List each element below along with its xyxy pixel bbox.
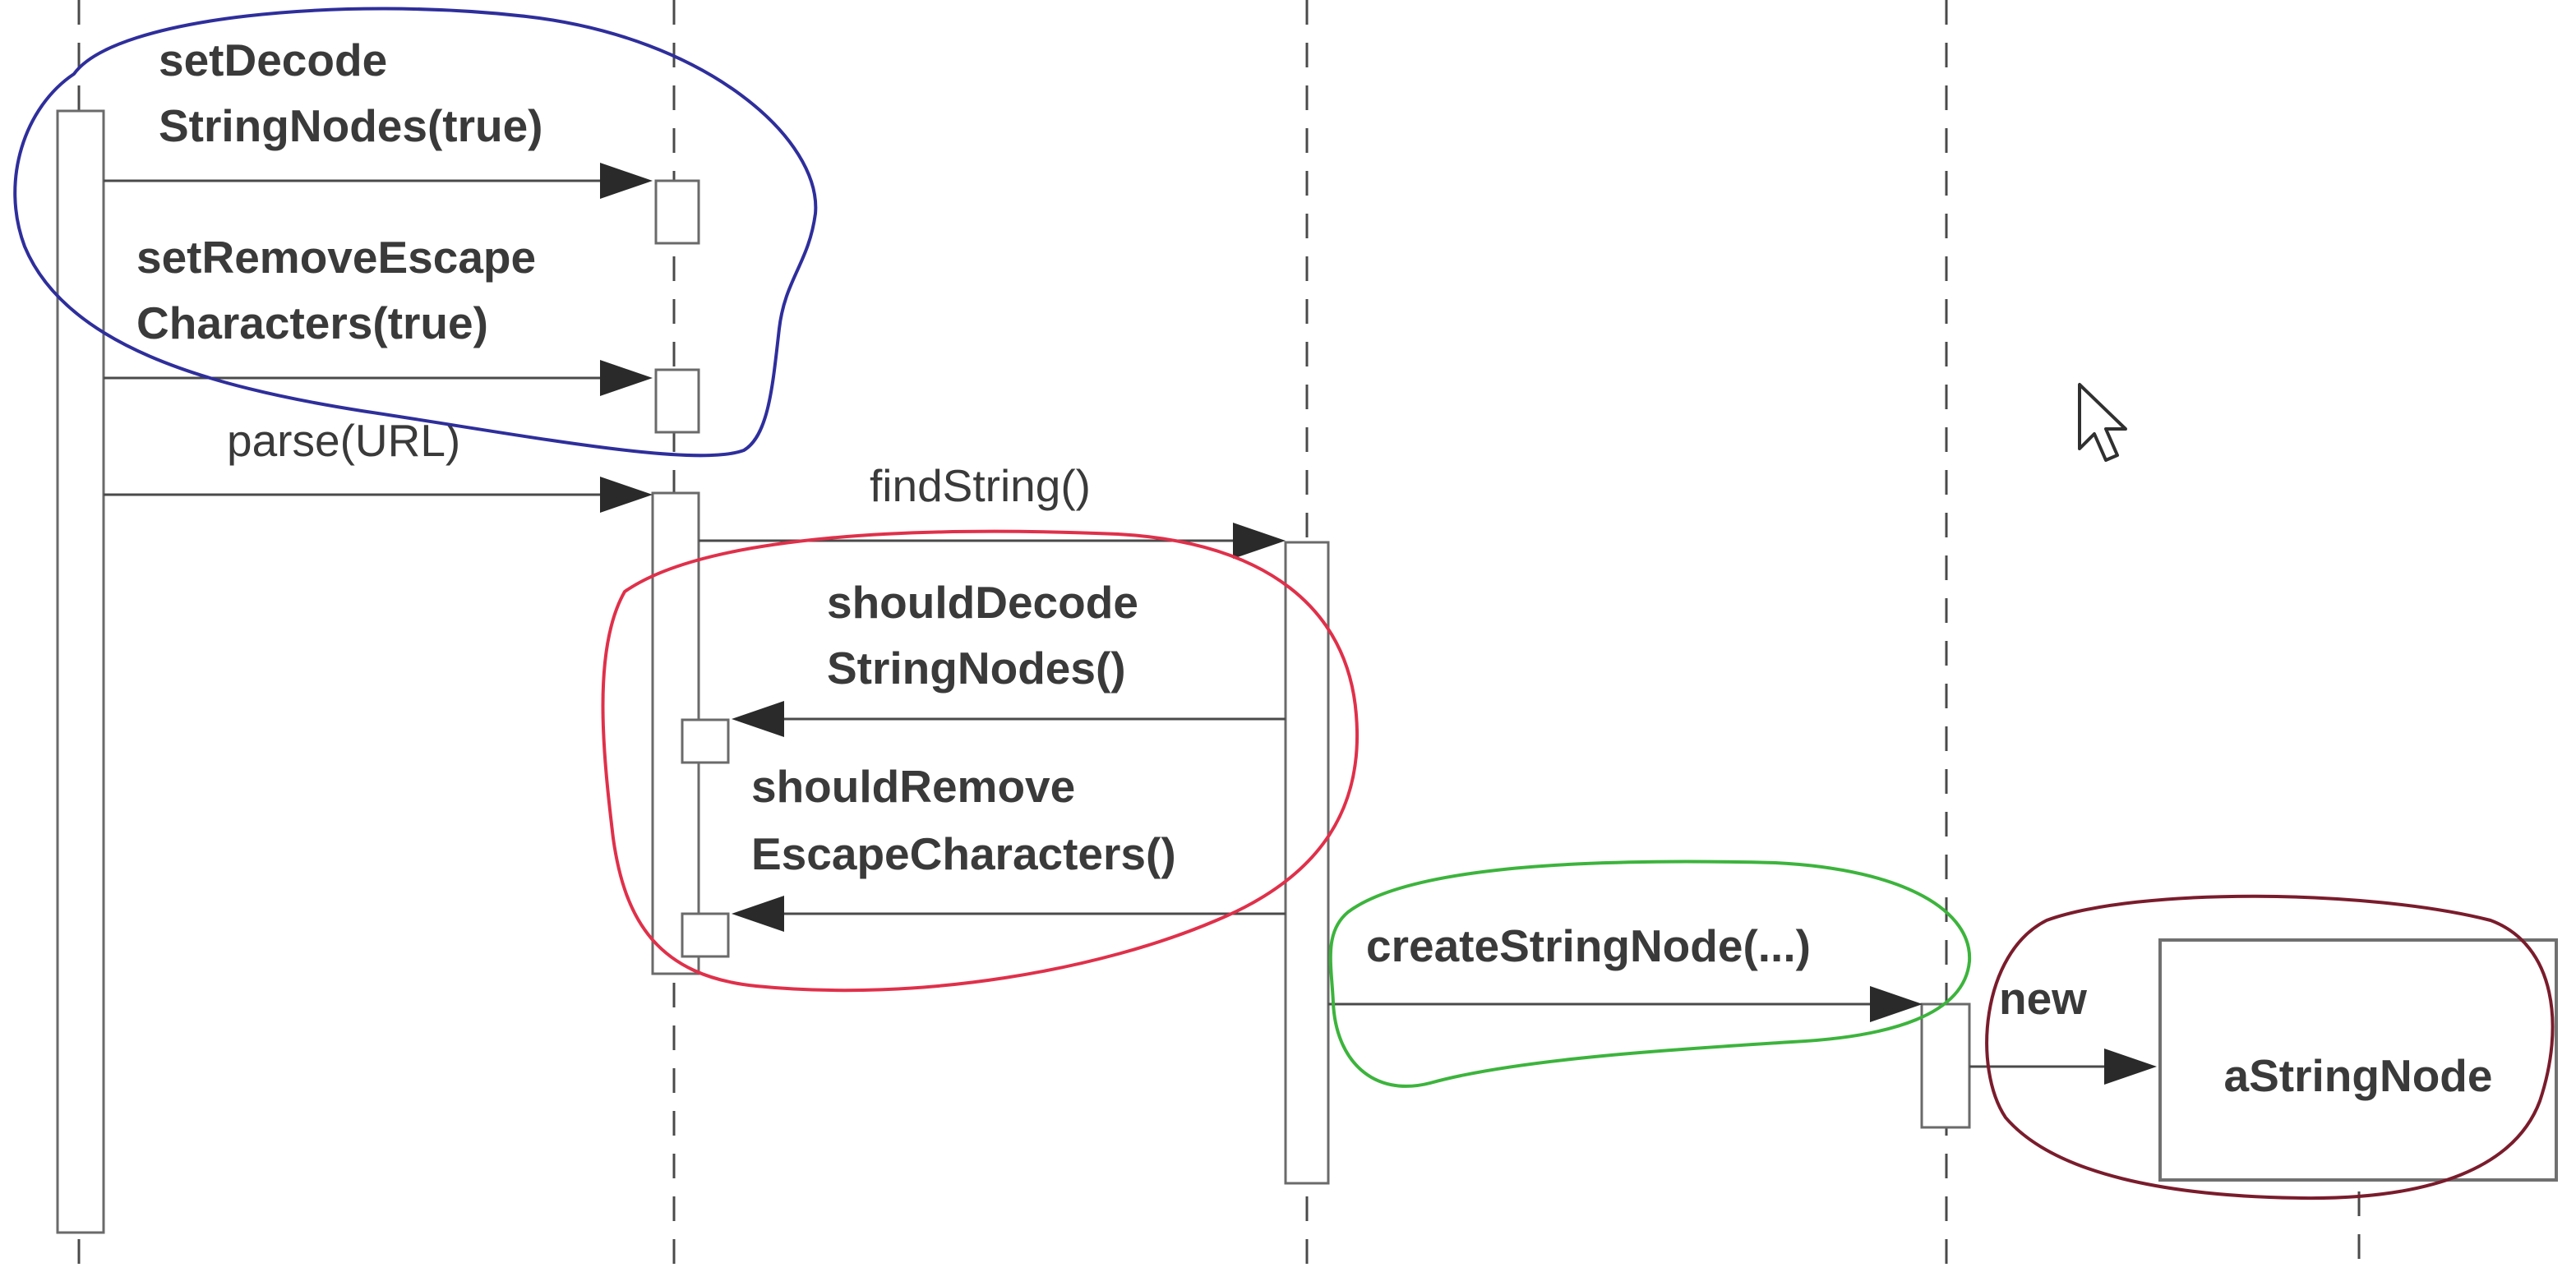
activation-small-1 <box>654 179 700 245</box>
activation-small-2 <box>654 368 700 434</box>
arrowhead-should-decode <box>732 701 784 737</box>
annotations <box>13 7 2555 1201</box>
label-set-decode-2: StringNodes(true) <box>159 100 543 151</box>
message-labels: setDecode StringNodes(true) setRemoveEsc… <box>136 35 2087 1024</box>
arrowhead-set-decode <box>600 163 653 199</box>
activation-bar-4 <box>1920 1002 1971 1129</box>
label-set-remove-2: Characters(true) <box>136 297 488 348</box>
red-annotation-circle <box>601 529 1359 993</box>
lifelines <box>77 0 2361 1272</box>
label-should-decode-2: StringNodes() <box>827 643 1126 694</box>
label-set-decode-1: setDecode <box>159 35 387 85</box>
object-label-string-node: aStringNode <box>2224 1050 2493 1101</box>
label-set-remove-1: setRemoveEscape <box>136 232 536 283</box>
arrowhead-find-string <box>1233 523 1286 559</box>
mouse-pointer-icon <box>2078 383 2127 462</box>
label-create-string-node: createStringNode(...) <box>1366 920 1811 971</box>
arrowhead-parse <box>600 477 653 513</box>
activation-small-4 <box>681 912 730 958</box>
arrowhead-should-remove <box>732 896 784 932</box>
object-box-string-node <box>2158 938 2558 1182</box>
arrowhead-set-remove <box>600 360 653 396</box>
green-annotation-circle <box>1328 860 1972 1088</box>
label-should-remove-2: EscapeCharacters() <box>751 828 1176 879</box>
activation-bar-1 <box>56 109 105 1234</box>
activation-bar-3 <box>1284 541 1330 1185</box>
blue-annotation-circle <box>13 7 818 458</box>
label-parse: parse(URL) <box>227 415 460 466</box>
maroon-annotation-circle <box>1985 894 2555 1201</box>
activation-small-3 <box>681 718 730 764</box>
label-new: new <box>1999 973 2087 1024</box>
label-should-decode-1: shouldDecode <box>827 577 1138 628</box>
arrowhead-create-string-node <box>1870 986 1923 1022</box>
label-should-remove-1: shouldRemove <box>751 761 1075 812</box>
arrowhead-new <box>2104 1048 2157 1085</box>
label-find-string: findString() <box>870 460 1091 511</box>
